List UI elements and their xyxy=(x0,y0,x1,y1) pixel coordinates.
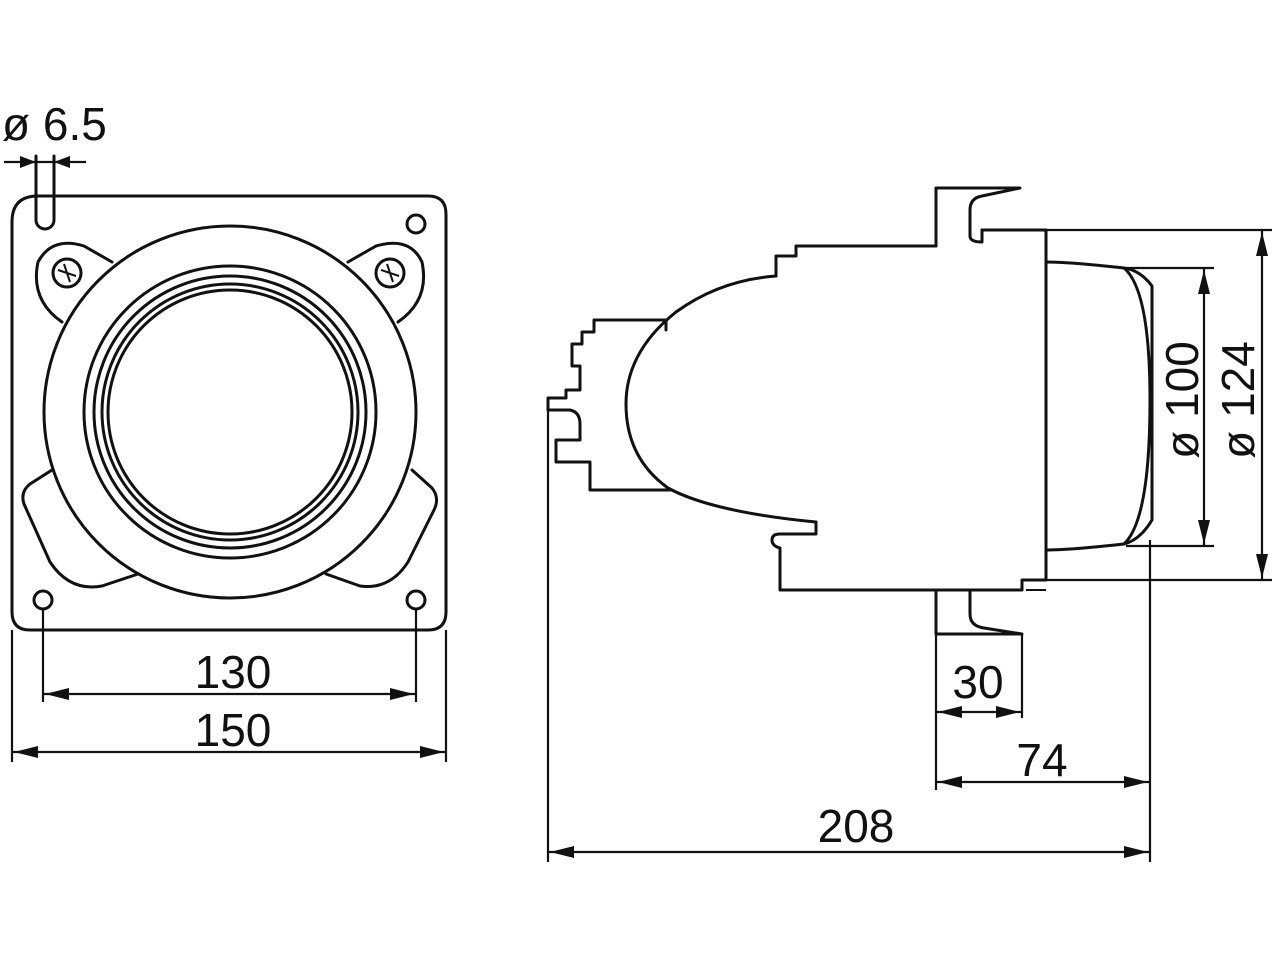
housing-diameter-label: ø 124 xyxy=(1212,341,1264,459)
front-depth-label: 74 xyxy=(1016,734,1067,786)
total-depth-label: 208 xyxy=(818,800,895,852)
bezel-inner-ring xyxy=(82,264,378,560)
rear-connector xyxy=(546,318,672,492)
front-view xyxy=(10,154,448,632)
lens-mid-ring xyxy=(100,282,360,542)
reflector-dome xyxy=(624,274,818,524)
bezel-face xyxy=(1044,260,1152,552)
top-right-hole xyxy=(405,213,427,235)
bottom-right-hole xyxy=(405,589,427,611)
upper-right-lug xyxy=(346,241,426,324)
outer-bezel-ring xyxy=(42,224,418,600)
bottom-left-hole xyxy=(32,589,54,611)
lens xyxy=(106,288,354,536)
lower-right-lug xyxy=(324,468,439,588)
hole-diameter-label: ø 6.5 xyxy=(2,98,107,150)
upper-left-screw xyxy=(51,257,83,289)
front-dimensions: ø 6.5 130 150 xyxy=(2,98,448,762)
flange-width-label: 150 xyxy=(195,704,272,756)
housing-top-edge xyxy=(770,228,1048,592)
top-bracket xyxy=(934,186,1022,248)
lens-diameter-label: ø 100 xyxy=(1156,341,1208,459)
bracket-depth-label: 30 xyxy=(952,656,1003,708)
top-left-slot xyxy=(34,154,56,231)
front-flange-outline xyxy=(10,194,448,632)
hole-spacing-label: 130 xyxy=(195,646,272,698)
upper-left-lug xyxy=(34,241,114,324)
housing-upper-step xyxy=(774,244,938,278)
upper-right-screw xyxy=(374,257,406,289)
lens-curve xyxy=(1122,266,1154,546)
bottom-bracket xyxy=(934,588,1024,636)
side-dimensions: 30 74 208 ø 100 ø 124 xyxy=(546,228,1272,862)
side-view xyxy=(546,186,1154,636)
lens-outer-ring xyxy=(92,274,368,550)
lower-left-lug xyxy=(21,468,140,589)
